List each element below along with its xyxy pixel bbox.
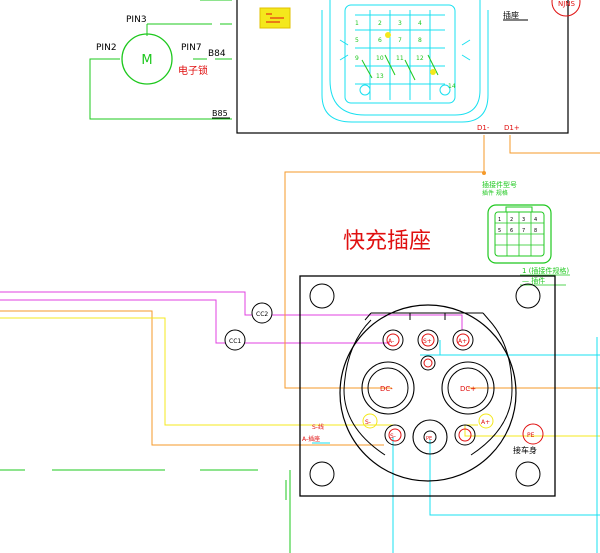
pin-dc-plus: DC+ [441, 361, 495, 415]
motor-ground-label: B85 [212, 109, 228, 118]
cc2-callout: CC2 [251, 302, 273, 324]
socket-frame [299, 275, 556, 497]
motor-symbol [121, 33, 173, 85]
motor-lock-group: M PIN3 PIN2 PIN7 B84 电子锁 B85 [89, 0, 232, 120]
small-connector-group: 插接件型号 插件 规格 1 2 3 4 5 6 7 8 1 (插接件规格) — 插件 [482, 180, 570, 286]
svg-text:NJNS: NJNS [558, 0, 576, 8]
pin-cc-right [454, 424, 476, 446]
terminal-d1-plus: D1+ [504, 124, 520, 132]
motor-pin-right: PIN7 [181, 43, 202, 53]
small-connector-label-top: 插接件型号 [482, 180, 517, 189]
svg-text:A+: A+ [458, 338, 467, 345]
pin-s-minus: S- [384, 424, 406, 446]
pin-s-plus: S+ [417, 329, 439, 351]
socket-title: 快充插座 [343, 229, 431, 254]
terminal-d1-minus: D1- [477, 124, 490, 132]
svg-text:7: 7 [522, 228, 525, 234]
svg-text:11: 11 [396, 55, 404, 62]
pin-dc-minus: DC- [361, 361, 415, 415]
top-connector-shape [321, 0, 489, 123]
svg-text:4: 4 [534, 217, 537, 223]
s-minus-callout: S- [362, 413, 378, 429]
pin-pe: PE [412, 419, 448, 455]
svg-text:S-: S- [390, 433, 396, 440]
svg-text:5: 5 [498, 228, 501, 234]
motor-caption: 电子锁 [178, 64, 208, 77]
motor-pin-left: PIN2 [96, 43, 117, 53]
svg-text:PE: PE [426, 436, 432, 442]
svg-text:3: 3 [522, 217, 525, 223]
svg-text:1: 1 [355, 20, 359, 27]
small-connector-label-bottom-1: 1 (插接件规格) [522, 266, 569, 275]
svg-text:8: 8 [534, 228, 537, 234]
pin-pe-small [420, 355, 436, 371]
top-connector-side-label: 插座 [503, 10, 519, 20]
svg-text:S+: S+ [423, 338, 432, 345]
svg-text:14: 14 [448, 83, 456, 90]
motor-letter: M [141, 53, 152, 68]
svg-text:S-: S- [365, 419, 371, 426]
svg-text:A-: A- [388, 338, 394, 345]
ground-caption: 接车身 [513, 445, 537, 455]
svg-text:5: 5 [355, 37, 359, 44]
svg-text:A+: A+ [481, 419, 490, 426]
motor-wire-label: B84 [208, 49, 226, 59]
a-plus-callout: A+ [478, 413, 494, 429]
svg-text:6: 6 [510, 228, 513, 234]
svg-text:PE: PE [527, 432, 535, 439]
svg-text:8: 8 [418, 37, 422, 44]
cc1-callout: CC1 [224, 329, 246, 351]
fast-charge-socket: 快充插座 A- S+ A+ [224, 229, 556, 497]
small-connector-label-bottom-2: — 插件 [522, 276, 545, 285]
svg-text:2: 2 [378, 20, 382, 27]
svg-text:10: 10 [376, 55, 384, 62]
svg-text:13: 13 [376, 73, 384, 80]
a-minus-wire-label: A-插座 [302, 435, 320, 443]
svg-text:12: 12 [416, 55, 424, 62]
ground-marker: PE [522, 423, 544, 445]
s-minus-wire-label: S-线 [312, 423, 324, 431]
svg-text:9: 9 [355, 55, 359, 62]
svg-text:1: 1 [498, 217, 501, 223]
pin-a-minus: A- [382, 329, 404, 351]
svg-text:DC-: DC- [380, 385, 393, 393]
pin-a-plus: A+ [452, 329, 474, 351]
svg-text:3: 3 [398, 20, 402, 27]
svg-text:2: 2 [510, 217, 513, 223]
svg-text:4: 4 [418, 20, 422, 27]
svg-text:CC1: CC1 [229, 338, 241, 345]
svg-text:CC2: CC2 [256, 311, 268, 318]
svg-text:7: 7 [398, 37, 402, 44]
svg-text:DC+: DC+ [460, 385, 476, 393]
small-connector-label-sub: 插件 规格 [482, 189, 508, 197]
svg-text:6: 6 [378, 37, 382, 44]
motor-pin-top: PIN3 [126, 15, 147, 25]
harness-wires [0, 135, 600, 553]
